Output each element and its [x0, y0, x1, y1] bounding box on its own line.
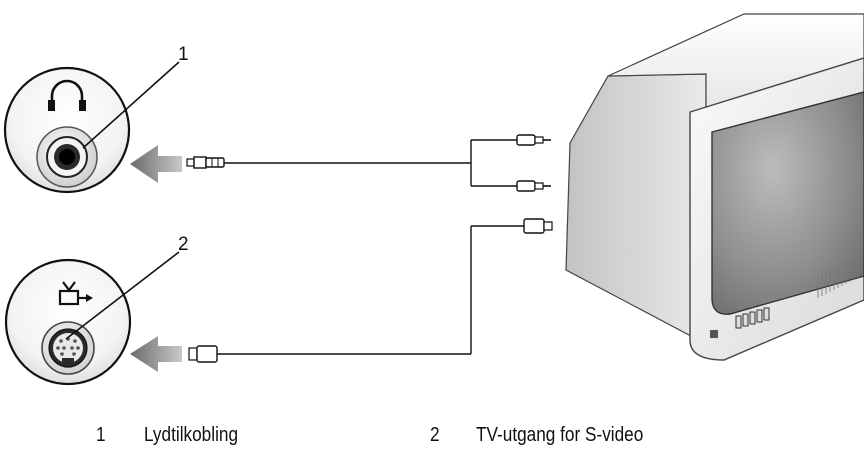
svideo-port-detail: 2 [4, 234, 189, 386]
callout-2-number: 2 [178, 234, 189, 255]
arrow-svideo [130, 336, 182, 372]
audio-cable [186, 134, 551, 192]
svideo-cable [188, 218, 553, 363]
headphones-icon [48, 79, 86, 111]
legend-2-label: TV-utgang for S-video [476, 424, 644, 446]
tv-out-icon [58, 281, 93, 306]
callout-2-leader [65, 251, 180, 340]
legend-1-number: 1 [96, 424, 106, 446]
callout-1-leader [82, 61, 180, 149]
television [565, 13, 864, 361]
legend-2-number: 2 [430, 424, 440, 446]
callout-1-number: 1 [178, 44, 189, 65]
legend-1-label: Lydtilkobling [144, 424, 239, 446]
audio-port-detail: 1 [3, 44, 189, 194]
arrow-audio [130, 145, 182, 183]
